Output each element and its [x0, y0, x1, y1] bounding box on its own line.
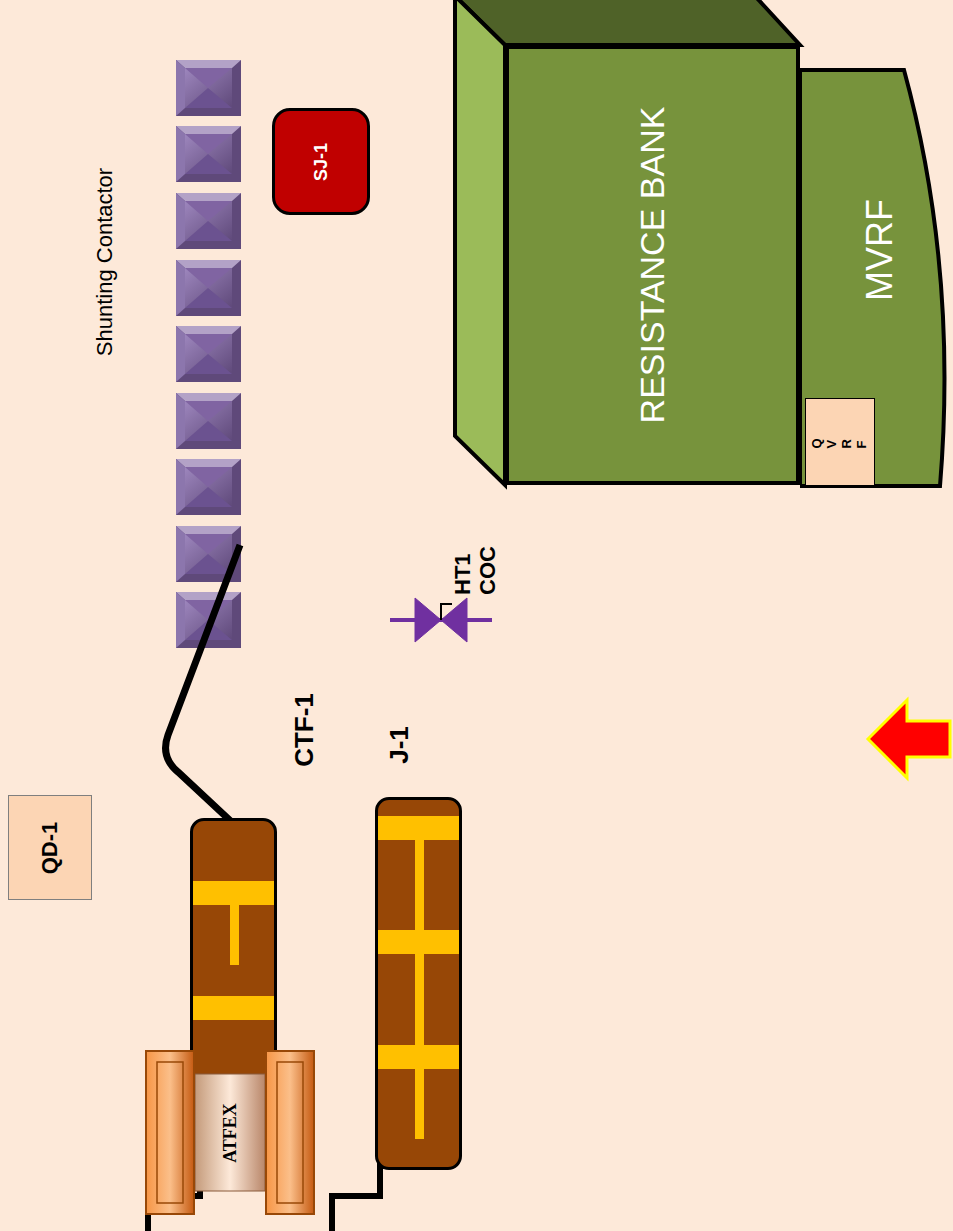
- qvrf-box: Q V R F: [805, 398, 875, 486]
- resistance-bank: RESISTANCE BANK: [505, 45, 800, 485]
- valve-label: HT1 COC: [450, 537, 501, 595]
- resistance-bank-faces: [455, 0, 800, 485]
- node-label: QD-1: [37, 821, 62, 874]
- node-label: J-1: [385, 726, 415, 764]
- node-label: RESISTANCE BANK: [633, 107, 672, 424]
- red-arrow: [868, 700, 950, 778]
- node-label: CTF-1: [290, 693, 320, 767]
- atfex-unit: ATFEX: [145, 1050, 315, 1215]
- relay-box: SJ-1: [272, 108, 370, 215]
- contactor-box: J-1: [375, 797, 462, 1170]
- node-label: ATFEX: [220, 1103, 241, 1163]
- node-label: SJ-1: [311, 142, 332, 180]
- bent-line: [166, 545, 240, 826]
- mvrf-unit: MVRF Q V R F: [800, 68, 952, 488]
- valve-symbol: [390, 598, 492, 642]
- node-label: Q V R F: [810, 436, 870, 449]
- panel-box: QD-1: [8, 795, 92, 900]
- group-label: Shunting Contactor: [92, 168, 117, 356]
- node-label: MVRF: [859, 199, 900, 301]
